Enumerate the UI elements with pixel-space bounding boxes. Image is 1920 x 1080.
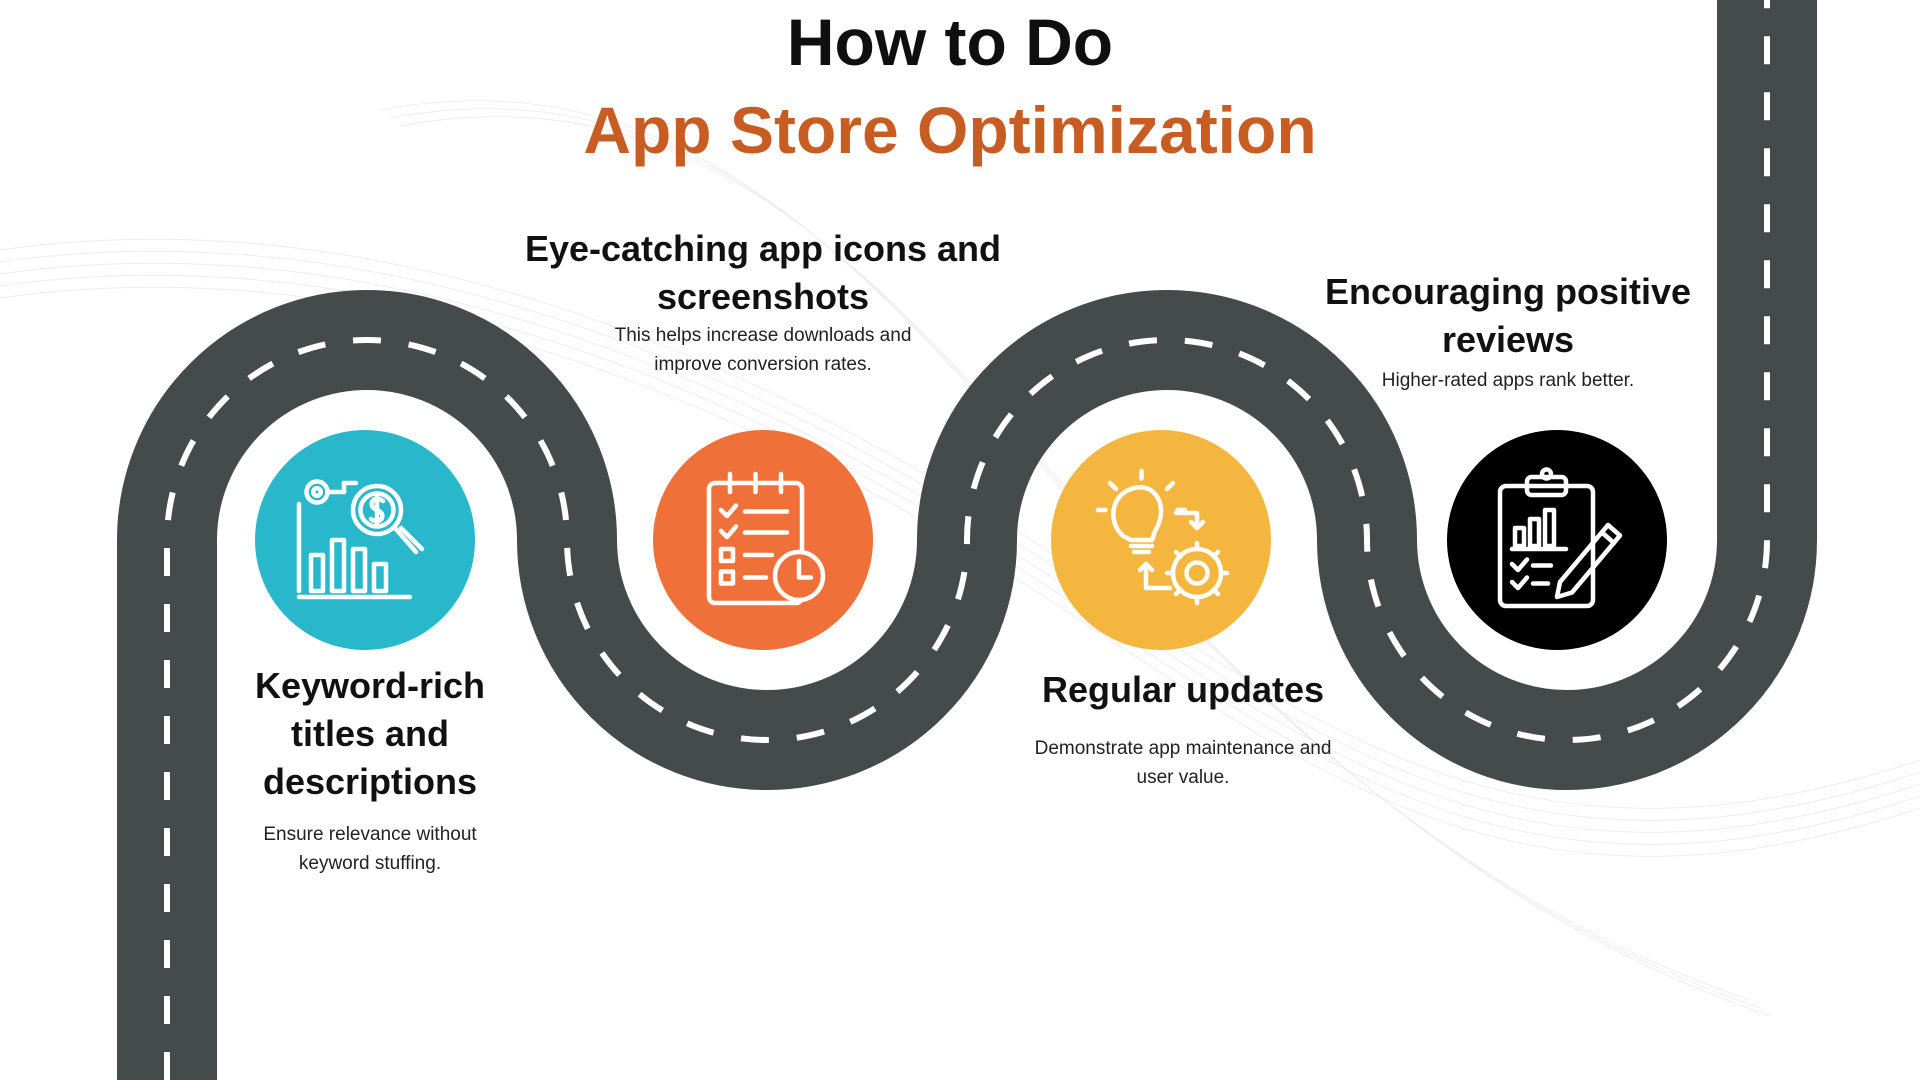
checklist-clock-icon [706, 471, 826, 606]
step-4-heading-line: reviews [1441, 319, 1575, 360]
step-3-heading: Regular updates [1003, 666, 1363, 714]
step-2-description-line: improve conversion rates. [654, 354, 872, 375]
page-subtitle: App Store Optimization [583, 93, 1317, 167]
step-2-description-line: This helps increase downloads and [614, 325, 912, 346]
step-1-text: Keyword-rich titles and descriptions Ens… [220, 662, 520, 878]
page-title: How to Do [786, 5, 1114, 79]
step-2-heading-line: Eye-catching app icons and [524, 228, 1002, 269]
step-1-description-line: Ensure relevance without [263, 824, 477, 845]
step-2-description: This helps increase downloads and improv… [493, 321, 1033, 379]
step-4-text: Encouraging positive reviews Higher-rate… [1323, 268, 1693, 395]
step-2-text: Eye-catching app icons and screenshots T… [493, 225, 1033, 379]
step-4-heading: Encouraging positive reviews [1323, 268, 1693, 364]
step-2-icon-circle [653, 430, 873, 650]
step-1-description: Ensure relevance without keyword stuffin… [220, 820, 520, 878]
step-3-icon-circle [1051, 430, 1271, 650]
lightbulb-gear-icon [1095, 468, 1230, 606]
step-3-description-line: user value. [1136, 767, 1230, 788]
step-1-heading-line: titles and [290, 713, 450, 754]
step-3-description: Demonstrate app maintenance and user val… [1003, 734, 1363, 792]
step-3-heading-line: Regular updates [1041, 669, 1325, 710]
step-4-heading-line: Encouraging positive [1324, 271, 1692, 312]
chart-magnifier-dollar-icon [296, 479, 425, 600]
step-1-heading-line: descriptions [262, 761, 478, 802]
step-1-heading: Keyword-rich titles and descriptions [220, 662, 520, 806]
step-2-heading: Eye-catching app icons and screenshots [493, 225, 1033, 321]
step-4-description-line: Higher-rated apps rank better. [1381, 370, 1635, 391]
road-center-dashes [164, 0, 1770, 1080]
step-1-heading-line: Keyword-rich [254, 665, 486, 706]
step-2-heading-line: screenshots [656, 276, 870, 317]
step-1-icon-circle [255, 430, 475, 650]
step-3-description-line: Demonstrate app maintenance and [1034, 738, 1332, 759]
step-4-icon-circle [1447, 430, 1667, 650]
step-4-description: Higher-rated apps rank better. [1323, 366, 1693, 395]
clipboard-chart-pen-icon [1497, 467, 1623, 609]
step-3-text: Regular updates Demonstrate app maintena… [1003, 666, 1363, 792]
step-1-description-line: keyword stuffing. [298, 853, 442, 874]
